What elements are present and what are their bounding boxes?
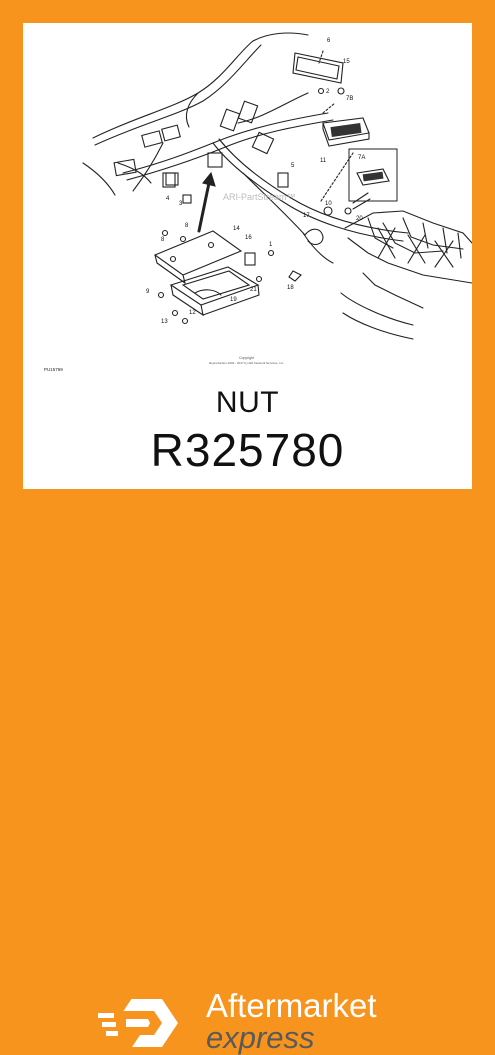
hexagon-speed-logo-icon [98, 998, 178, 1047]
callout-label: 14 [233, 226, 240, 232]
watermark: ARI-PartStream™ [223, 192, 296, 202]
callout-label: 5 [291, 163, 295, 169]
callout-label: 11 [320, 158, 327, 164]
callout-label: 12 [189, 310, 196, 316]
figure-id: PU15769 [44, 367, 63, 372]
callout-label: 18 [287, 285, 294, 291]
copyright-line-2: Reproduction 2004 - 2017 by ARI Network … [209, 361, 284, 365]
callout-label: 9 [146, 289, 150, 295]
callout-label: 3 [179, 201, 183, 207]
brand-name-line-2: express [206, 1020, 315, 1055]
part-name: NUT [215, 386, 280, 419]
callout-label: 20 [356, 216, 363, 222]
callout-label: 15 [343, 59, 350, 65]
callout-label: 8 [161, 237, 165, 243]
callout-label: 17 [303, 213, 310, 219]
callout-label: 7B [346, 96, 353, 102]
harness-drawing [82, 32, 472, 340]
callout-label: 19 [230, 297, 237, 303]
callout-label: 21 [250, 287, 257, 293]
brand-footer: Aftermarket express [0, 489, 495, 1053]
callout-labels: 6 15 2 7B 11 5 7A 10 20 17 4 3 8 14 16 1… [146, 38, 365, 325]
callout-label: 7A [358, 155, 365, 161]
product-card: 6 15 2 7B 11 5 7A 10 20 17 4 3 8 14 16 1… [23, 23, 472, 489]
copyright-line-1: Copyright [239, 356, 254, 360]
callout-label: 2 [326, 89, 330, 95]
parts-diagram: 6 15 2 7B 11 5 7A 10 20 17 4 3 8 14 16 1… [44, 32, 472, 372]
part-number: R325780 [150, 424, 345, 476]
callout-label: 4 [166, 196, 170, 202]
callout-label: 8 [185, 223, 189, 229]
callout-label: 6 [327, 38, 331, 44]
brand-name-line-1: Aftermarket [206, 987, 377, 1024]
callout-label: 16 [245, 235, 252, 241]
callout-label: 1 [269, 242, 273, 248]
callout-label: 13 [161, 319, 168, 325]
callout-label: 10 [325, 201, 332, 207]
